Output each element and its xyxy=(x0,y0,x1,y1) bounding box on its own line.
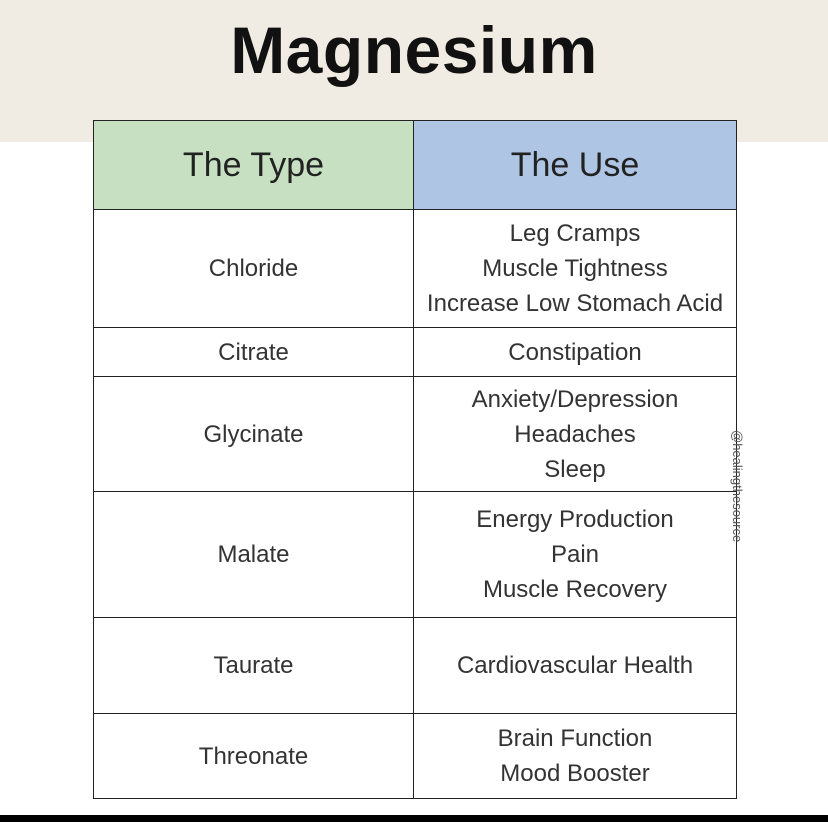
table-row: Citrate Constipation xyxy=(93,327,737,377)
use-item: Constipation xyxy=(508,338,642,366)
type-cell: Glycinate xyxy=(93,376,414,492)
header-type: The Type xyxy=(93,120,414,210)
use-item: Headaches xyxy=(514,420,636,448)
use-item: Leg Cramps xyxy=(509,220,641,247)
use-item: Mood Booster xyxy=(500,760,650,787)
table-header-row: The Type The Use xyxy=(93,120,737,210)
type-cell: Malate xyxy=(93,491,414,618)
type-cell: Threonate xyxy=(93,713,414,799)
use-item: Increase Low Stomach Acid xyxy=(426,290,724,317)
page-title: Magnesium xyxy=(230,13,598,87)
bottom-bar xyxy=(0,815,828,822)
type-cell: Taurate xyxy=(93,617,414,714)
use-cell: Cardiovascular Health xyxy=(413,617,737,714)
watermark: @healingthesource xyxy=(730,430,755,560)
use-item: Muscle Recovery xyxy=(482,576,668,603)
header-use: The Use xyxy=(413,120,737,210)
use-item: Cardiovascular Health xyxy=(456,652,694,679)
use-item: Anxiety/Depression xyxy=(471,385,679,413)
table-row: Taurate Cardiovascular Health xyxy=(93,617,737,714)
type-cell: Citrate xyxy=(93,327,414,377)
header-band xyxy=(0,0,828,142)
use-item: Sleep xyxy=(544,455,606,483)
use-item: Muscle Tightness xyxy=(482,255,668,282)
use-item: Energy Production xyxy=(476,506,674,533)
type-cell: Chloride xyxy=(93,209,414,328)
watermark-text: @healingthesource xyxy=(730,430,745,543)
use-item: Pain xyxy=(550,541,600,568)
use-cell: Constipation xyxy=(413,327,737,377)
use-item: Brain Function xyxy=(497,725,653,752)
